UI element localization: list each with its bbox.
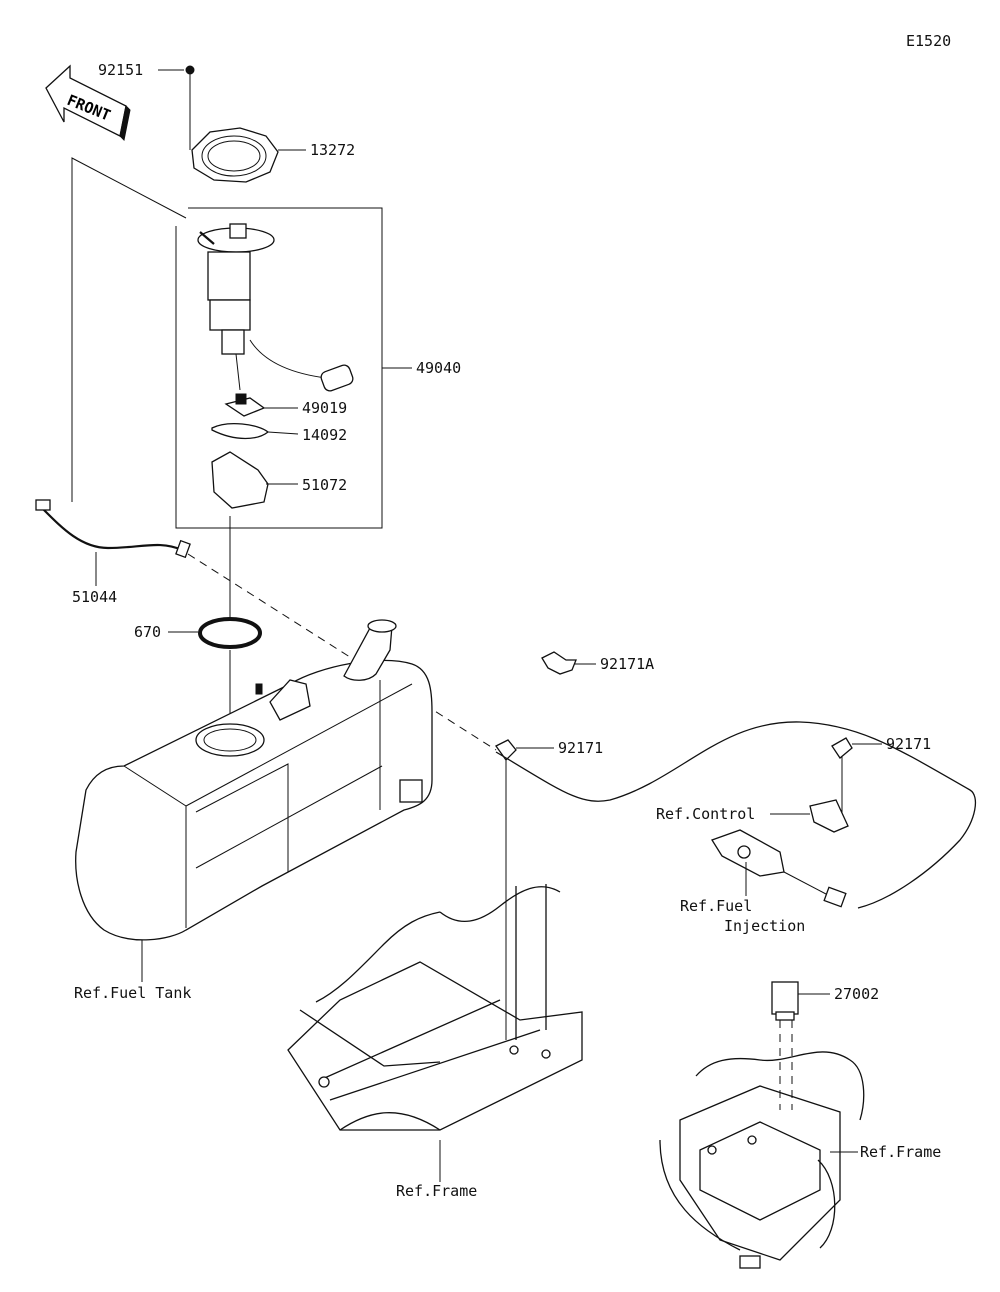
ref-fuel-injection-label-line1: Ref.Fuel: [680, 897, 753, 915]
frame-right-icon: [659, 1051, 865, 1269]
callout-92151: 92151: [98, 61, 144, 79]
callout-92171-left: 92171: [558, 739, 604, 757]
front-arrow-icon: FRONT: [45, 64, 131, 142]
fuel-tank-icon: [75, 619, 433, 941]
callout-27002: 27002: [834, 985, 880, 1003]
ref-fuel-injection-label-line2: Injection: [724, 917, 806, 935]
callout-49019: 49019: [302, 399, 348, 417]
callout-13272: 13272: [310, 141, 356, 159]
ref-control-label: Ref.Control: [656, 805, 756, 823]
o-ring-670-icon: [168, 617, 262, 649]
callout-670: 670: [134, 623, 162, 641]
clip-92171A-icon: [541, 651, 596, 675]
callout-92171A: 92171A: [600, 655, 655, 673]
gasket-13272-icon: [191, 127, 306, 183]
callout-14092: 14092: [302, 426, 348, 444]
relay-27002-icon: [771, 981, 830, 1110]
fuel-pump-icon: [197, 223, 354, 509]
callout-49040: 49040: [416, 359, 462, 377]
ref-frame-right-label: Ref.Frame: [860, 1143, 942, 1161]
callout-92171-right: 92171: [886, 735, 932, 753]
control-bracket-icon: [770, 799, 849, 833]
diagram-code: E1520: [906, 32, 952, 50]
ref-fuel-tank-label: Ref.Fuel Tank: [74, 984, 192, 1002]
screw-92151-icon: [158, 65, 195, 150]
frame-center-icon: [287, 884, 583, 1131]
callout-51072: 51072: [302, 476, 348, 494]
ref-frame-center-label: Ref.Frame: [396, 1182, 478, 1200]
clip-92171-right-icon: [831, 737, 882, 818]
fuel-injection-icon: [711, 829, 847, 908]
hose-51044-icon: [35, 499, 191, 586]
callout-51044: 51044: [72, 588, 118, 606]
